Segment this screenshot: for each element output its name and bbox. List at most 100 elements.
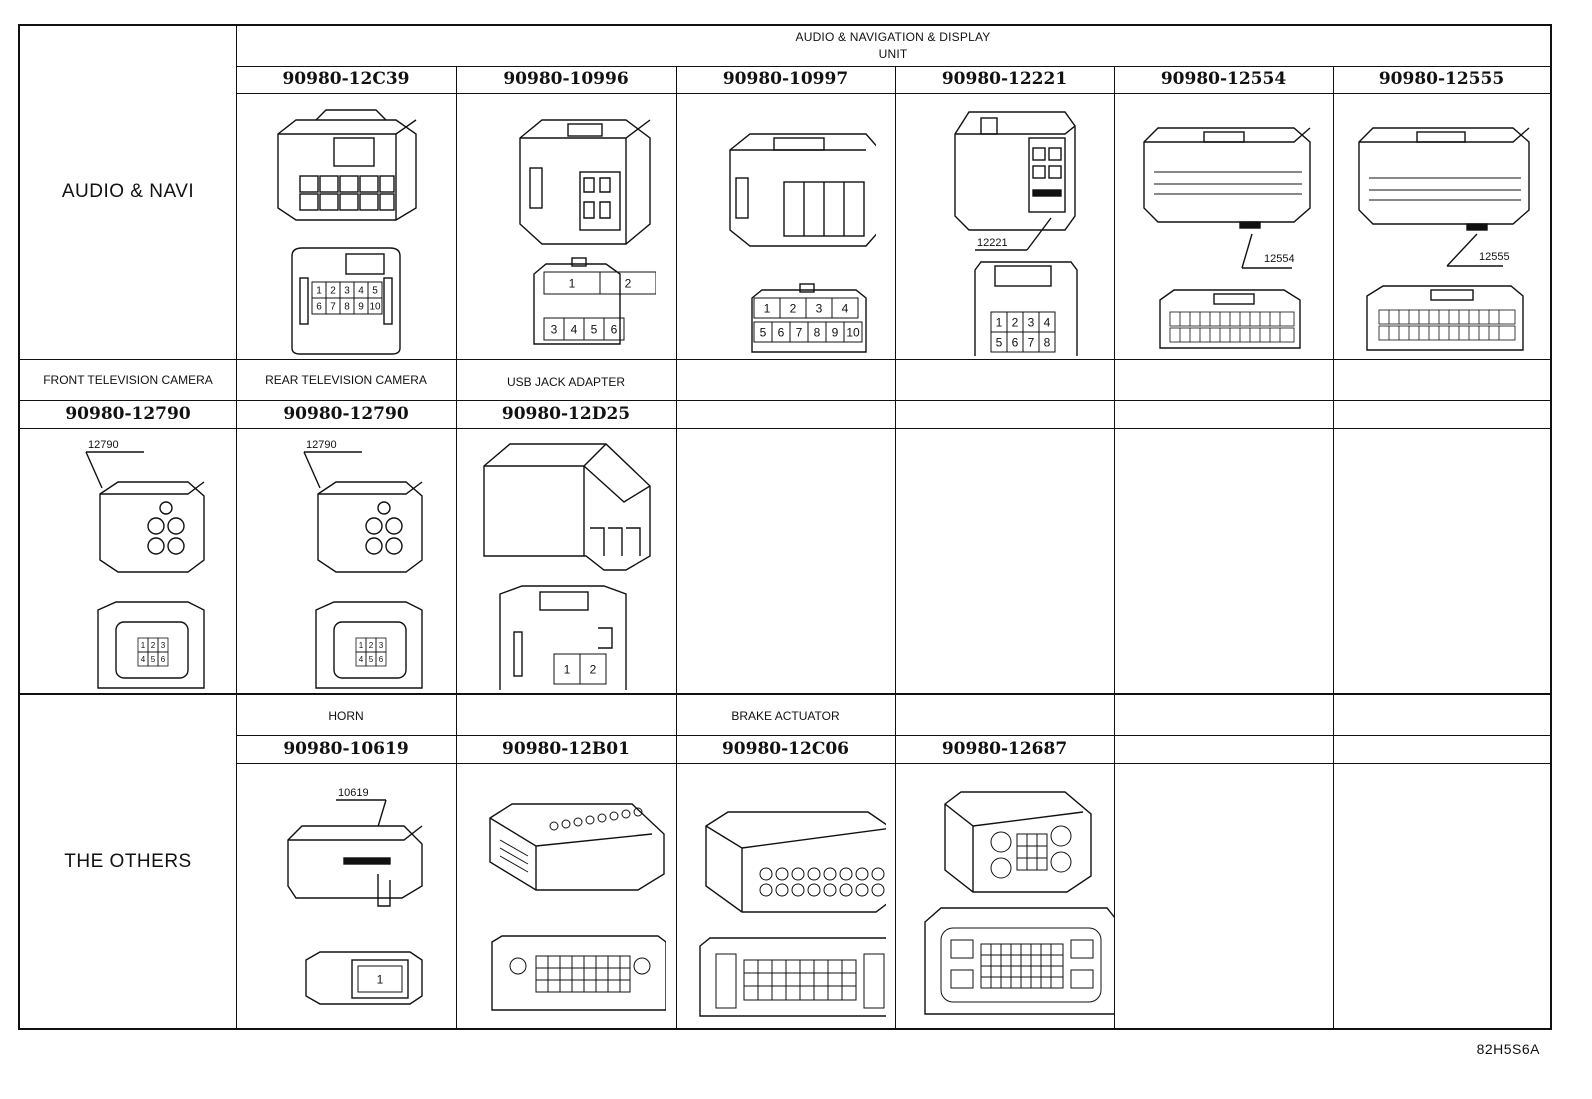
row-line-others-parts-bottom [236,763,1550,764]
pin-12221-label-8: 8 [1044,335,1051,349]
row-line-section2-end [20,693,1550,695]
pin-12790-rear-label-6: 6 [379,655,384,664]
pin-12c39-label-6: 6 [316,302,322,313]
pin-12790-rear-label-1: 1 [359,641,364,650]
part-number-12554: 90980-12554 [1160,69,1287,89]
pin-10996-top-label-1: 1 [569,276,576,290]
pin-12d25-label-2: 2 [590,662,597,676]
pin-12c39-label-7: 7 [330,302,336,313]
pin-12221-label-5: 5 [996,335,1003,349]
row-label-the-others: THE OTHERS [64,851,192,872]
connector-drawing-12687 [915,770,1115,1028]
pin-12c39-label-1: 1 [316,286,322,297]
pin-12221-label-2: 2 [1012,315,1019,329]
row-line-camera-parts-top [20,400,1550,401]
col-divider-1 [236,26,237,1030]
part-number-12790-front: 90980-12790 [65,404,191,424]
col-divider-5 [1114,66,1115,1030]
audio-group-title-line1: AUDIO & NAVIGATION & DISPLAY [795,30,991,44]
pin-10997-top-label-1: 1 [764,301,771,315]
row-line-audio-parts-bottom [236,93,1550,94]
pin-12790-rear-label-3: 3 [379,641,384,650]
title-usb-jack-adapter: USB JACK ADAPTER [506,375,626,389]
pin-12221-label-4: 4 [1044,315,1051,329]
callout-12555: 12555 [1479,251,1510,263]
pin-10996-top-label-2: 2 [625,276,632,290]
row-line-others-parts-top [236,735,1550,736]
pin-12c39-cell-10 [367,297,383,315]
part-number-12687: 90980-12687 [941,739,1068,759]
connector-drawing-12554: 12554 [1134,98,1314,356]
pin-12221-label-1: 1 [996,315,1003,329]
title-brake-actuator: BRAKE ACTUATOR [731,709,840,723]
pin-12790-front-label-5: 5 [151,655,156,664]
callout-12554: 12554 [1264,253,1295,265]
pin-10997-top-label-3: 3 [816,301,823,315]
pin-10997-bottom-cell-10 [843,321,863,343]
pin-12c39-label-8: 8 [344,302,350,313]
callout-10619: 10619 [338,787,369,799]
pin-12790-front-label-1: 1 [141,641,146,650]
pin-10997-bottom-label-6: 6 [778,325,785,339]
pin-12c39-label-2: 2 [330,286,336,297]
pin-12c39-label-10: 10 [369,302,381,313]
pin-10997-bottom-label-8: 8 [814,325,821,339]
pin-12c39-label-4: 4 [358,286,364,297]
pin-12790-front-label-2: 2 [151,641,156,650]
pin-10996-bottom-label-4: 4 [571,322,578,336]
pin-10997-top-cell-4 [831,297,859,319]
title-front-camera: FRONT TELEVISION CAMERA [43,373,213,387]
pin-10996-bottom-label-5: 5 [591,322,598,336]
part-number-12b01: 90980-12B01 [502,739,630,759]
pin-12790-rear-cell-6 [375,651,387,667]
pin-12221-label-6: 6 [1012,335,1019,349]
figure-id: 82H5S6A [1476,1041,1540,1057]
pin-10997-top-label-4: 4 [842,301,849,315]
pin-10996-bottom-label-6: 6 [611,322,618,336]
col-divider-3 [676,66,677,1030]
connector-drawing-12c06 [696,770,886,1028]
pin-12d25-label-1: 1 [564,662,571,676]
pin-10996-bottom-label-3: 3 [551,322,558,336]
pin-10996-top-cell-2 [599,271,656,295]
part-number-12555: 90980-12555 [1378,69,1505,89]
pin-12790-rear-label-4: 4 [359,655,364,664]
pin-12790-front-label-6: 6 [161,655,166,664]
row-line-camera-parts-bottom [20,428,1550,429]
pin-12790-rear-label-5: 5 [369,655,374,664]
pin-12790-front-label-4: 4 [141,655,146,664]
pin-12221-label-3: 3 [1028,315,1035,329]
callout-12790-rear: 12790 [306,439,337,451]
connector-drawing-12555: 12555 [1353,98,1533,356]
connector-chart: AUDIO & NAVI AUDIO & NAVIGATION & DISPLA… [18,24,1552,1030]
pin-12c39-label-9: 9 [358,302,364,313]
pin-10997-top-label-2: 2 [790,301,797,315]
pin-12221-cell-8 [1038,331,1056,353]
col-divider-4 [895,66,896,1030]
pin-10997-bottom-label-10: 10 [846,325,860,339]
pin-10997-bottom-label-9: 9 [832,325,839,339]
pin-10997-bottom-label-7: 7 [796,325,803,339]
pin-12c39-label-5: 5 [372,286,378,297]
title-rear-camera: REAR TELEVISION CAMERA [265,373,427,387]
part-number-12221: 90980-12221 [941,69,1068,89]
title-horn: HORN [328,709,364,723]
connector-drawing-10619: 10619 1 [256,770,436,1028]
pin-12790-front-label-3: 3 [161,641,166,650]
part-number-10997: 90980-10997 [722,69,849,89]
part-number-12d25: 90980-12D25 [501,404,631,424]
pin-12d25-cell-2 [579,653,607,685]
part-number-12790-rear: 90980-12790 [283,404,409,424]
connector-drawing-12b01 [476,770,666,1028]
pin-12221-label-7: 7 [1028,335,1035,349]
callout-12790-front: 12790 [88,439,119,451]
pin-10997-bottom-label-5: 5 [760,325,767,339]
callout-12221: 12221 [977,237,1008,249]
